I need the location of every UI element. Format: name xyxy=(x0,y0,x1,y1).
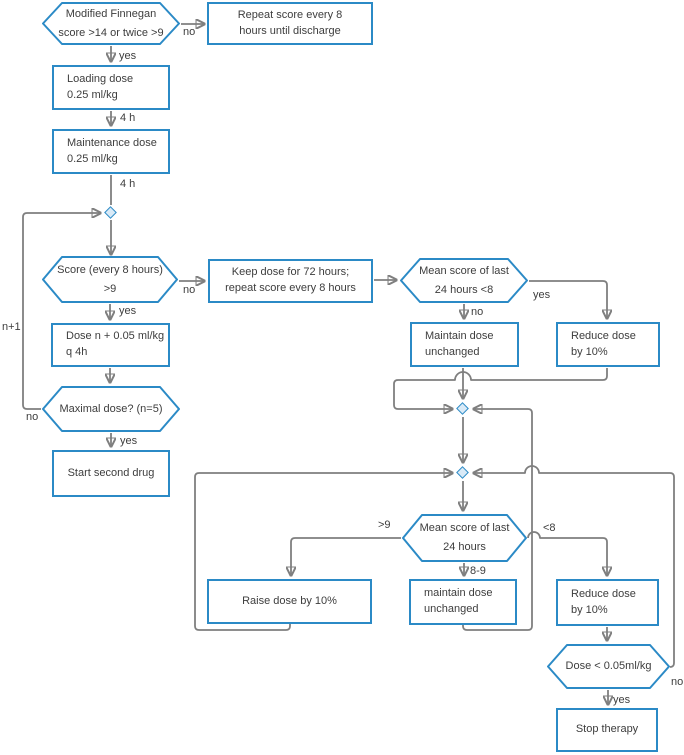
edge-label-lt8: <8 xyxy=(543,522,556,534)
process-dose-n-increase-label: Dose n + 0.05 ml/kg q 4h xyxy=(66,330,165,358)
process-repeat-score-label: Repeat score every 8 hours until dischar… xyxy=(237,8,343,37)
process-start-second-drug: Start second drug xyxy=(52,450,170,497)
edge-dosemin-no-loop xyxy=(473,465,675,668)
edge-raise-conn3-loop xyxy=(194,473,453,631)
process-stop-therapy: Stop therapy xyxy=(556,708,658,752)
edge-label-n-plus-1: n+1 xyxy=(2,321,21,333)
process-loading-dose: Loading dose 0.25 ml/kg xyxy=(52,65,170,110)
edge-label-no-dosemin: no xyxy=(671,676,684,688)
edge-label-yes-maximal: yes xyxy=(120,435,138,447)
process-keep-dose-72h-label: Keep dose for 72 hours; repeat score eve… xyxy=(225,266,356,294)
edge-label-yes-mean-lt8: yes xyxy=(533,289,551,301)
process-keep-dose-72h: Keep dose for 72 hours; repeat score eve… xyxy=(208,259,373,303)
decision-mean-score-lt8-label: Mean score of last 24 hours <8 xyxy=(419,264,509,296)
edge-mean-lt8-yes xyxy=(529,280,607,319)
edge-mean24-lt8 xyxy=(527,531,607,576)
edge-label-no-score: no xyxy=(183,284,196,296)
process-reduce-dose-1-label: Reduce dose by 10% xyxy=(571,329,636,358)
process-maintain-dose-2: maintain dose unchanged xyxy=(409,579,517,625)
process-maintain-dose-1-label: Maintain dose unchanged xyxy=(425,329,494,358)
process-maintenance-dose-label: Maintenance dose 0.25 ml/kg xyxy=(67,136,157,165)
edge-label-no-mean-lt8: no xyxy=(471,306,484,318)
edge-label-yes-score: yes xyxy=(119,305,137,317)
decision-mean-score-lt8: Mean score of last 24 hours <8 xyxy=(400,258,528,303)
process-raise-dose: Raise dose by 10% xyxy=(207,579,372,624)
process-maintain-dose-1: Maintain dose unchanged xyxy=(410,322,519,367)
decision-dose-below-min-label: Dose < 0.05ml/kg xyxy=(565,660,652,673)
edge-reduce1-conn2-loop xyxy=(393,368,608,409)
process-start-second-drug-label: Start second drug xyxy=(67,466,155,479)
edge-label-no-maximal: no xyxy=(26,411,39,423)
edge-label-yes-finnegan: yes xyxy=(119,50,137,62)
process-maintain-dose-2-label: maintain dose unchanged xyxy=(424,587,493,615)
edge-label-4h-2: 4 h xyxy=(120,178,136,190)
decision-maximal-dose-label: Maximal dose? (n=5) xyxy=(59,402,163,415)
edge-label-4h-1: 4 h xyxy=(120,112,136,124)
process-dose-n-increase: Dose n + 0.05 ml/kg q 4h xyxy=(51,323,170,367)
decision-dose-below-min: Dose < 0.05ml/kg xyxy=(547,644,670,689)
edge-label-yes-dosemin: yes xyxy=(613,694,631,706)
process-stop-therapy-label: Stop therapy xyxy=(575,723,639,736)
edge-label-no-finnegan: no xyxy=(183,26,196,38)
process-repeat-score: Repeat score every 8 hours until dischar… xyxy=(207,2,373,45)
decision-modified-finnegan: Modified Finnegan score >14 or twice >9 xyxy=(42,2,180,45)
decision-maximal-dose: Maximal dose? (n=5) xyxy=(42,386,180,432)
process-reduce-dose-2: Reduce dose by 10% xyxy=(556,579,659,626)
process-loading-dose-label: Loading dose 0.25 ml/kg xyxy=(67,72,134,101)
edge-maintain2-conn2-loop xyxy=(462,409,533,631)
edge-maximal-no-loop xyxy=(22,213,101,410)
process-maintenance-dose: Maintenance dose 0.25 ml/kg xyxy=(52,129,170,174)
decision-modified-finnegan-label: Modified Finnegan score >14 or twice >9 xyxy=(58,7,164,39)
edge-mean24-gt9 xyxy=(291,537,401,576)
decision-mean-score-24h-label: Mean score of last 24 hours xyxy=(419,522,510,553)
process-reduce-dose-1: Reduce dose by 10% xyxy=(556,322,660,367)
decision-score-every-8-hours-label: Score (every 8 hours) >9 xyxy=(57,263,163,295)
process-raise-dose-label: Raise dose by 10% xyxy=(242,594,337,607)
edge-label-8-9: 8-9 xyxy=(470,565,486,577)
decision-score-every-8-hours: Score (every 8 hours) >9 xyxy=(42,256,178,303)
decision-mean-score-24h: Mean score of last 24 hours xyxy=(402,514,527,562)
edge-label-gt9: >9 xyxy=(378,519,391,531)
process-reduce-dose-2-label: Reduce dose by 10% xyxy=(571,587,636,616)
